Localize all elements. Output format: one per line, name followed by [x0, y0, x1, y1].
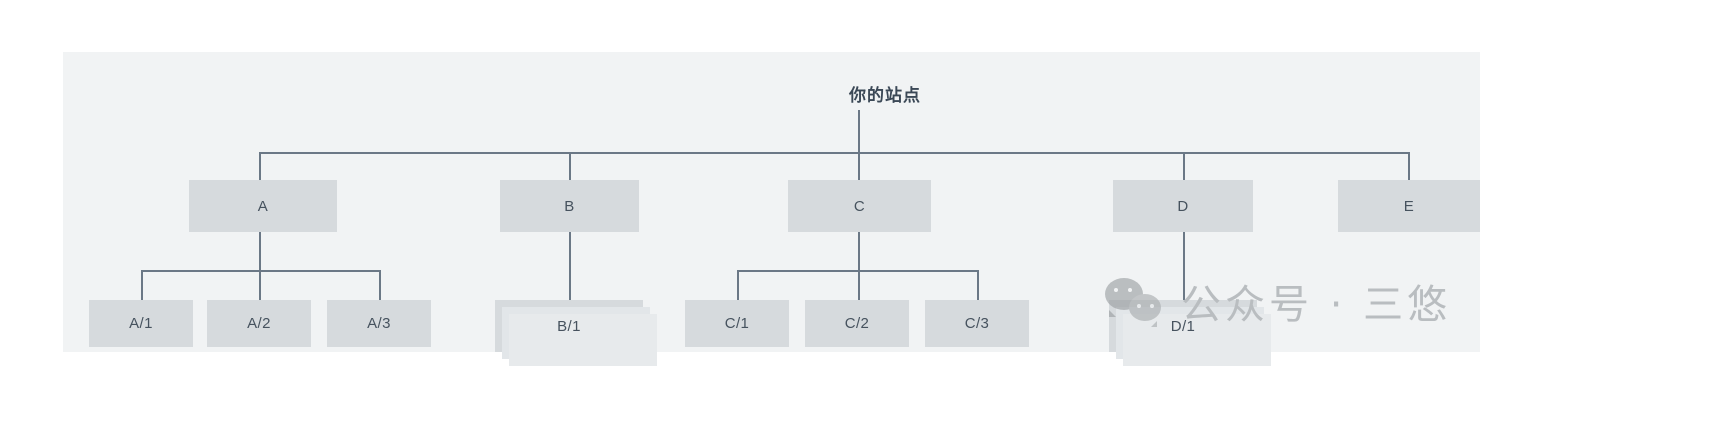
- sitemap-canvas: 你的站点 A B C D E A/1 A/2 A/3 B/1 C/1 C/2 C…: [63, 52, 1480, 366]
- connector-c1-stem: [737, 270, 739, 302]
- node-a2[interactable]: A/2: [207, 300, 311, 347]
- connector-level1-bus: [259, 152, 1409, 154]
- connector-d-drop: [1183, 232, 1185, 302]
- node-a3[interactable]: A/3: [327, 300, 431, 347]
- node-a1[interactable]: A/1: [89, 300, 193, 347]
- node-a[interactable]: A: [189, 180, 337, 232]
- node-b1[interactable]: B/1: [495, 300, 657, 366]
- node-d1[interactable]: D/1: [1109, 300, 1271, 366]
- node-root[interactable]: 你的站点: [849, 85, 921, 105]
- connector-root-stem: [858, 110, 860, 154]
- connector-stem-c: [858, 152, 860, 182]
- connector-b-drop: [569, 232, 571, 302]
- node-e[interactable]: E: [1338, 180, 1480, 232]
- connector-stem-b: [569, 152, 571, 182]
- connector-c2-stem: [858, 270, 860, 302]
- node-c1[interactable]: C/1: [685, 300, 789, 347]
- connector-stem-a: [259, 152, 261, 182]
- connector-stem-d: [1183, 152, 1185, 182]
- connector-a2-stem: [259, 270, 261, 302]
- node-c3[interactable]: C/3: [925, 300, 1029, 347]
- connector-c-drop: [858, 232, 860, 272]
- connector-c3-stem: [977, 270, 979, 302]
- connector-a1-stem: [141, 270, 143, 302]
- node-b[interactable]: B: [500, 180, 639, 232]
- connector-a-drop: [259, 232, 261, 272]
- connector-a3-stem: [379, 270, 381, 302]
- connector-stem-e: [1408, 152, 1410, 182]
- node-c[interactable]: C: [788, 180, 931, 232]
- node-d[interactable]: D: [1113, 180, 1253, 232]
- node-c2[interactable]: C/2: [805, 300, 909, 347]
